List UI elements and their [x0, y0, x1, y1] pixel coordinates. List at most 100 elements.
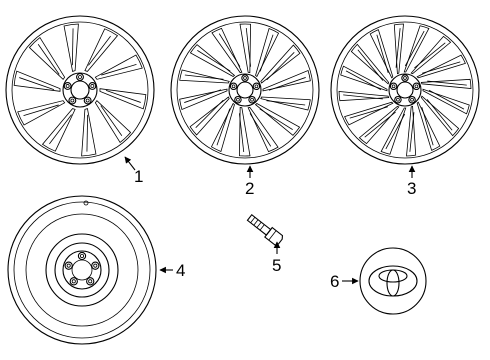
- wheel-2-spoke: [239, 106, 251, 157]
- wheel-2-lug-hole-inner: [243, 76, 247, 80]
- wheel-3-spoke-edge: [343, 94, 383, 100]
- wheel-2-lug-hole: [234, 95, 242, 104]
- wheel-2-spoke-edge: [266, 100, 306, 106]
- wheel-1-lug-hole-inner: [70, 98, 75, 103]
- wheel-1-spoke-edge: [37, 44, 60, 75]
- wheel-3-spoke-edge: [404, 30, 425, 67]
- wheel-3-spoke-edge: [409, 112, 415, 152]
- wheel-2-spoke: [189, 44, 236, 77]
- center-cap[interactable]: [359, 247, 427, 315]
- wheel-2-spoke-edge: [184, 74, 224, 80]
- wheel-2-lug-hole: [241, 74, 249, 82]
- wheel-3-spoke: [420, 78, 472, 89]
- wheel-2-spoke-edge: [197, 50, 231, 72]
- wheel-2-spoke-edge: [259, 34, 274, 72]
- wheel-3-spoke: [416, 101, 441, 151]
- wheel-1-spoke-edge: [88, 35, 111, 66]
- wheel-3-lug-hole-inner: [396, 97, 400, 102]
- wheel-2-spoke: [262, 69, 311, 92]
- callout-1: 1: [124, 156, 143, 186]
- wheel-3-spoke-edge: [414, 42, 446, 69]
- wheel-3-spoke: [406, 105, 417, 157]
- wheel-3-spoke: [380, 107, 407, 155]
- wheel-2-spoke-edge: [218, 33, 241, 67]
- spare-wheel-lug-hole-inner: [88, 279, 93, 284]
- wheel-2-spoke: [254, 103, 301, 136]
- lug-nut[interactable]: [246, 213, 284, 246]
- wheel-3-spoke: [416, 54, 466, 79]
- wheel-1-lug-hole-inner: [85, 98, 90, 103]
- wheel-2-spoke-edge: [184, 89, 222, 103]
- wheel-2-lug-hole-inner: [254, 84, 259, 89]
- wheel-1-spoke-edge: [71, 28, 74, 66]
- wheel-2-spoke: [189, 96, 230, 136]
- callout-6: 6: [330, 272, 359, 291]
- wheel-2-spoke-edge: [266, 52, 295, 81]
- spare-wheel-lug-hole: [69, 277, 78, 286]
- wheel-1-spoke-edge: [100, 105, 123, 136]
- callout-2: 2: [245, 165, 254, 198]
- wheel-3-spoke: [338, 91, 390, 102]
- wheel-2-spoke-edge: [238, 113, 245, 153]
- spare-wheel[interactable]: [7, 195, 157, 345]
- wheel-3-spoke: [393, 23, 404, 75]
- wheel-1-spoke-edge: [49, 114, 72, 145]
- callout-number-1: 1: [134, 167, 143, 186]
- wheel-3-lug-hole-inner: [414, 84, 419, 89]
- wheel-1-spoke: [99, 88, 147, 110]
- wheel-2-lug-hole: [248, 95, 256, 104]
- wheel-1-lug-hole-inner: [78, 75, 82, 79]
- callout-4: 4: [159, 261, 185, 280]
- callout-5: 5: [272, 241, 281, 275]
- wheel-3-lug-hole: [389, 82, 398, 91]
- wheel-3-spoke-edge: [385, 113, 406, 150]
- wheel-3-spoke: [350, 43, 390, 85]
- wheel-1-spoke: [63, 23, 79, 72]
- wheel-2-spoke: [179, 88, 228, 111]
- callout-number-3: 3: [407, 179, 416, 198]
- wheel-2-lug-hole-inner: [231, 84, 236, 89]
- wheel-1-lug-hole: [63, 82, 72, 90]
- wheel-2-spoke: [239, 23, 251, 74]
- wheel-2[interactable]: [170, 15, 320, 165]
- wheel-3-spoke-edge: [345, 70, 382, 91]
- wheel-1-spoke-edge: [19, 77, 55, 90]
- wheel-2-spoke: [260, 44, 301, 84]
- wheel-3-spoke-edge: [422, 61, 461, 74]
- wheel-1-spoke: [81, 108, 97, 157]
- wheel-3-lug-hole: [408, 95, 416, 104]
- spare-wheel-lug-hole-inner: [93, 263, 98, 268]
- wheel-3-spoke: [340, 65, 388, 92]
- wheel-2-lug-hole: [229, 82, 238, 91]
- spare-wheel-lug-hole-inner: [79, 253, 85, 259]
- wheel-1-spoke: [17, 100, 66, 126]
- wheel-3-spoke-edge: [357, 49, 384, 81]
- wheel-1-lug-hole: [83, 96, 92, 105]
- wheel-1-spoke: [84, 28, 119, 72]
- callout-number-5: 5: [272, 256, 281, 275]
- wheel-3[interactable]: [330, 15, 480, 165]
- wheel-3-spoke-edge: [428, 89, 465, 110]
- wheel-1-spoke-edge: [23, 104, 59, 117]
- wheel-2-spoke: [210, 102, 235, 152]
- wheel-1-lug-hole-inner: [90, 84, 95, 88]
- wheel-3-spoke: [403, 25, 430, 73]
- wheel-1-spoke-edge: [105, 90, 141, 103]
- callout-number-4: 4: [176, 261, 185, 280]
- callout-number-6: 6: [330, 272, 339, 291]
- wheel-3-spoke-edge: [427, 80, 467, 86]
- wheel-2-spoke: [179, 69, 230, 84]
- wheel-2-lug-hole-inner: [250, 97, 254, 102]
- wheel-1-spoke: [13, 70, 61, 92]
- wheel-2-spoke-edge: [259, 108, 293, 130]
- spare-wheel-lug-hole: [77, 251, 87, 261]
- wheel-2-spoke: [255, 28, 280, 78]
- wheel-3-lug-hole: [412, 82, 421, 91]
- wheel-1-spoke-edge: [86, 114, 89, 152]
- wheel-1[interactable]: [5, 15, 155, 165]
- wheel-2-spoke-edge: [216, 108, 231, 146]
- spare-wheel-lug-hole: [86, 277, 95, 286]
- wheel-1-lug-hole: [76, 73, 84, 81]
- wheel-3-spoke: [369, 29, 394, 79]
